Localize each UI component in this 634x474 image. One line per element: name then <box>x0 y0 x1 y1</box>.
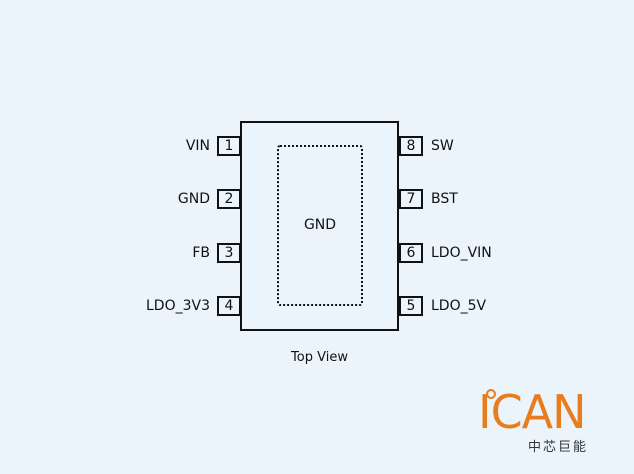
chip-body <box>240 121 399 331</box>
pin-8-signal: SW <box>431 138 454 154</box>
brand-logo: ICAN 中芯巨能 <box>478 384 608 464</box>
pin-6-number: 6 <box>399 243 423 263</box>
logo-wordmark: ICAN <box>478 385 587 439</box>
view-caption: Top View <box>291 350 348 365</box>
exposed-pad-label: GND <box>303 217 337 233</box>
pin-4-signal: LDO_3V3 <box>146 298 210 314</box>
logo-subtext: 中芯巨能 <box>528 440 589 455</box>
pin-1-signal: VIN <box>185 138 210 154</box>
pin-5-number: 5 <box>399 296 423 316</box>
pin-5-signal: LDO_5V <box>431 298 487 314</box>
pin-6-signal: LDO_VIN <box>431 245 492 261</box>
exposed-pad <box>277 145 363 306</box>
pin-8-number: 8 <box>399 136 423 156</box>
pin-3-signal: FB <box>192 245 210 261</box>
pin-1-number: 1 <box>217 136 241 156</box>
pin-2-signal: GND <box>177 191 210 207</box>
logo-ring-icon <box>486 389 496 399</box>
pin-3-number: 3 <box>217 243 241 263</box>
pin-4-number: 4 <box>217 296 241 316</box>
pin-2-number: 2 <box>217 189 241 209</box>
pin-7-signal: BST <box>431 191 458 207</box>
pin-7-number: 7 <box>399 189 423 209</box>
